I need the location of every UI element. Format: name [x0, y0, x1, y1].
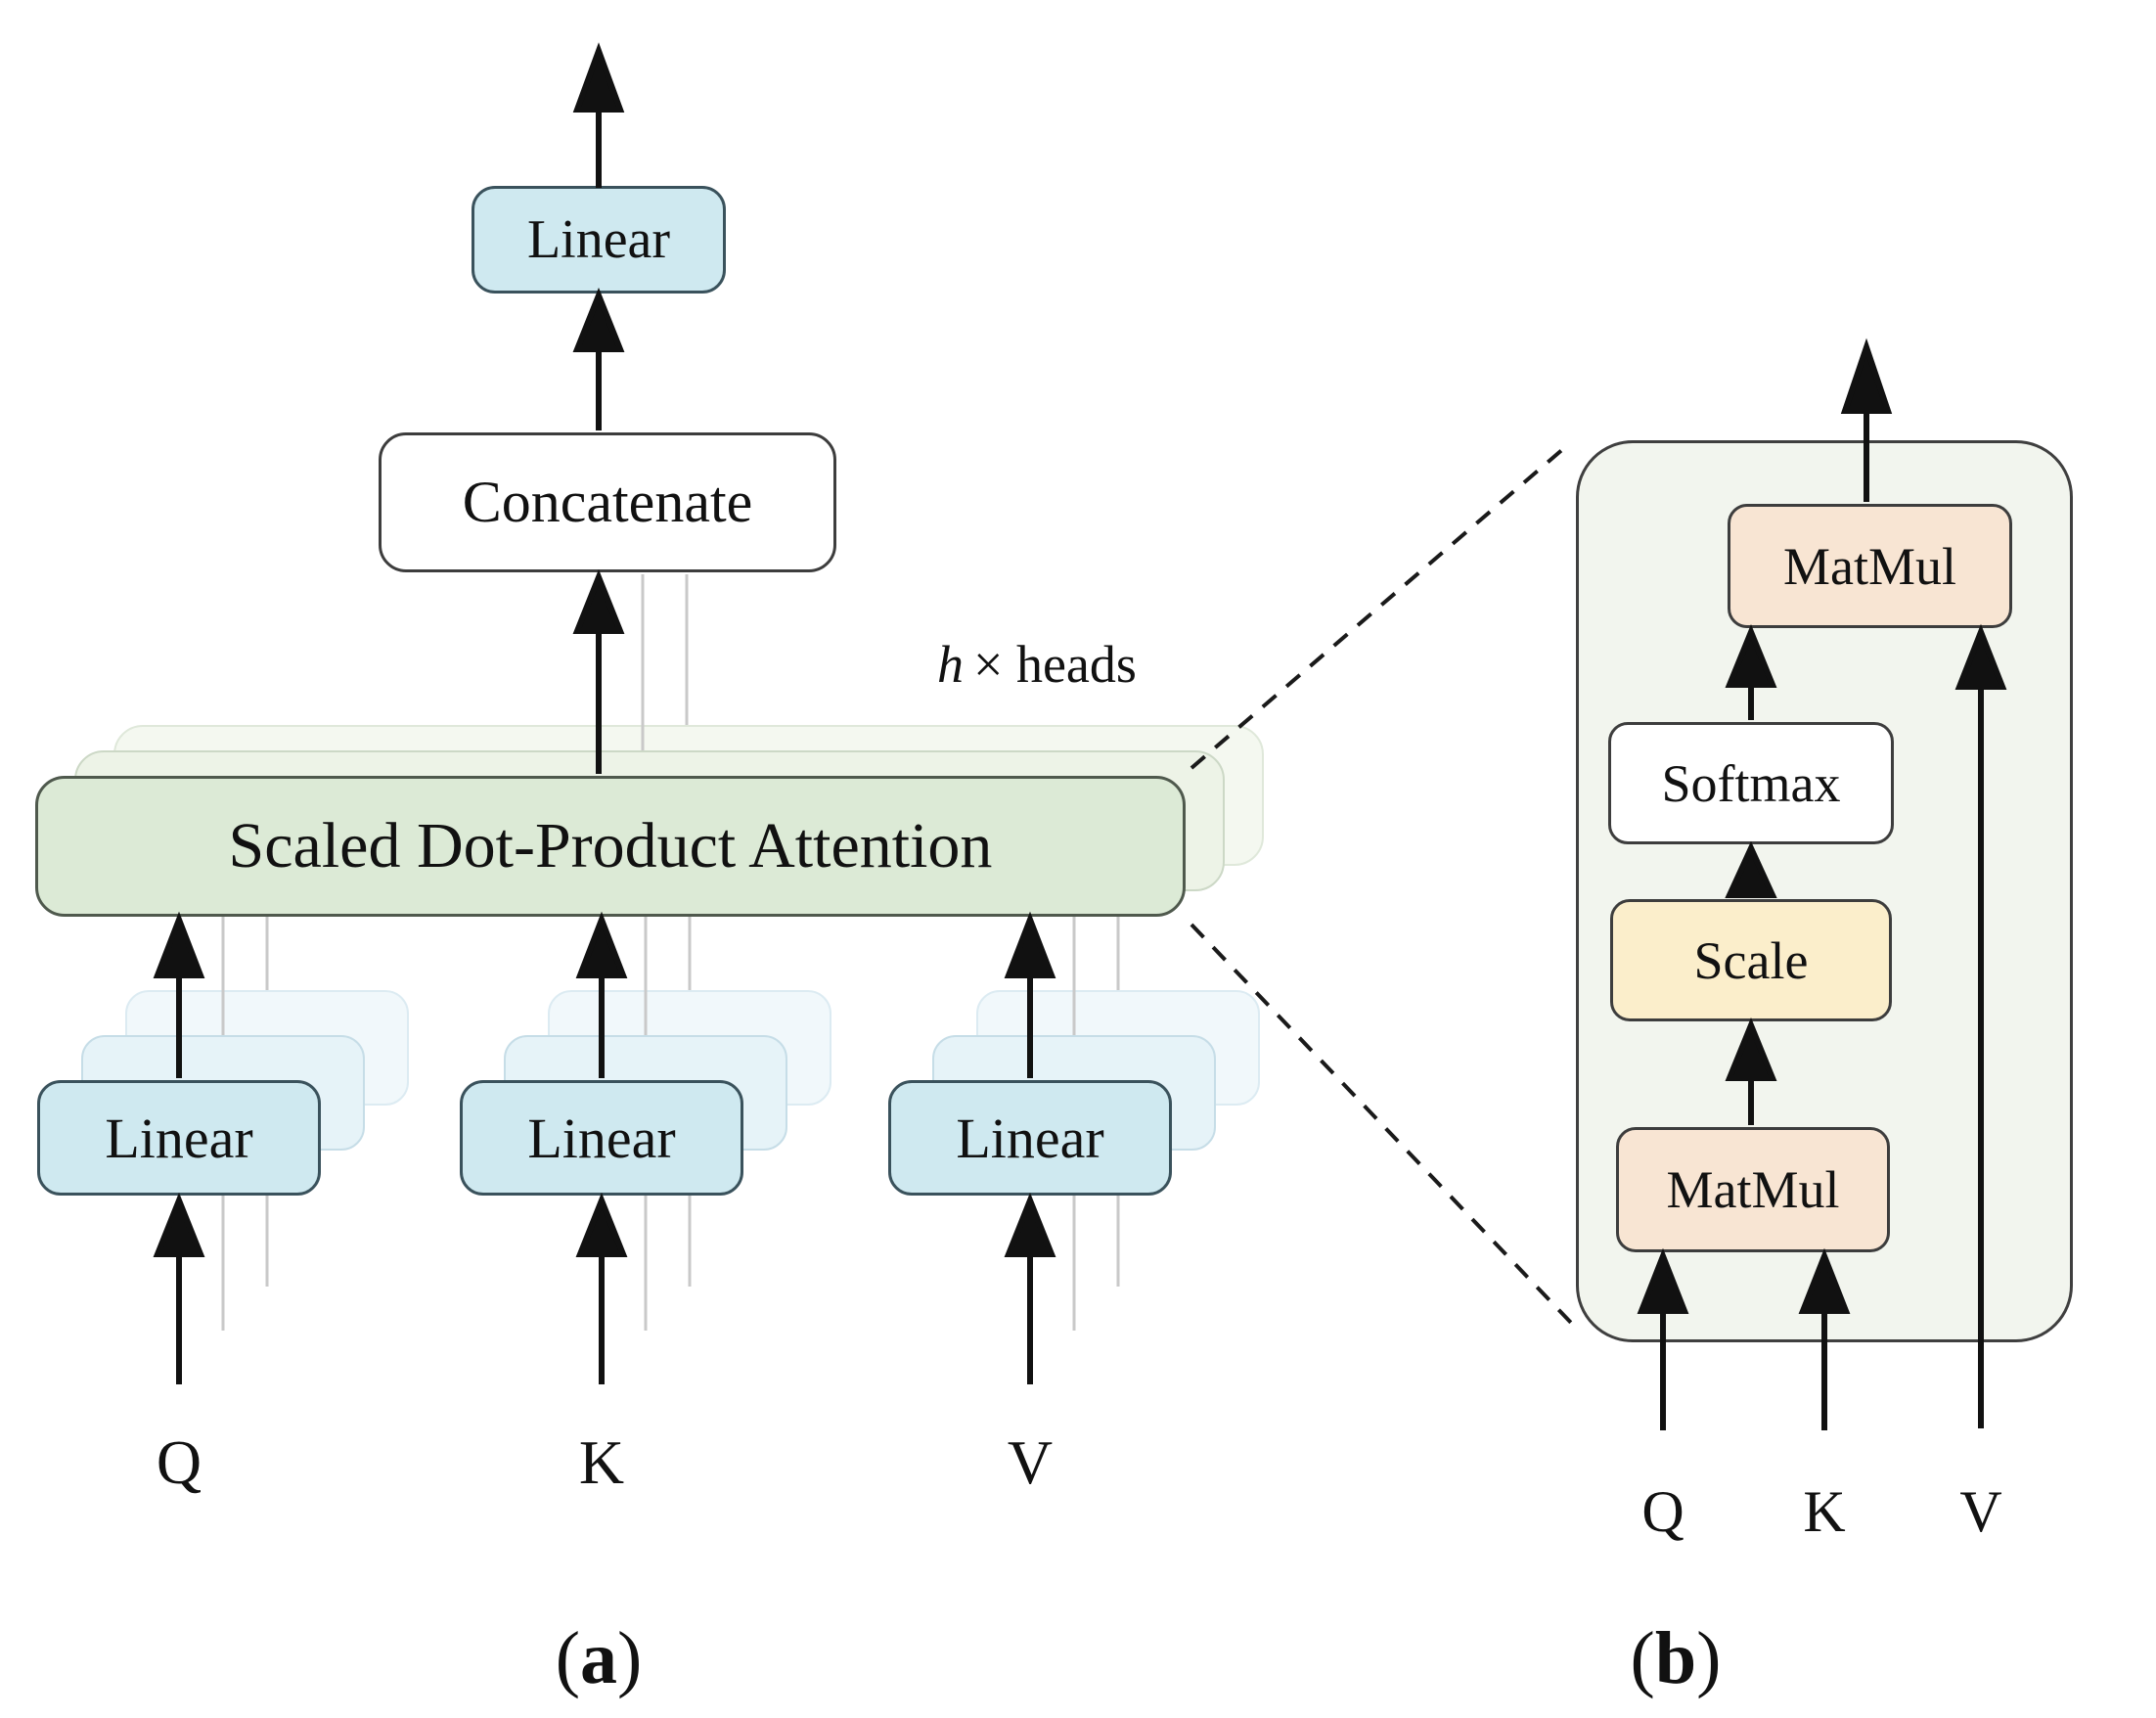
concatenate-label: Concatenate: [462, 470, 753, 534]
softmax-block: Softmax: [1608, 722, 1894, 844]
linear-v-label: Linear: [956, 1106, 1104, 1170]
scaled-dot-product-attention-block: Scaled Dot-Product Attention: [35, 776, 1186, 917]
heads-suffix: × heads: [973, 635, 1137, 694]
matmul-top-label: MatMul: [1782, 536, 1956, 596]
zoom-dashed-line-top: [1190, 440, 1573, 770]
output-linear-label: Linear: [526, 209, 671, 270]
q-input-arrow-head: [153, 1192, 205, 1257]
concat-to-linear-arrow-head: [572, 287, 625, 352]
zoom-dashed-line-bottom: [1190, 923, 1573, 1325]
panel-b-input-k-label: K: [1803, 1479, 1846, 1544]
output-linear-block: Linear: [472, 186, 726, 294]
input-q-label: Q: [156, 1427, 202, 1497]
linear-k-block: Linear: [460, 1080, 743, 1196]
linear-q-to-attention-arrow-head: [153, 911, 205, 978]
scale-block: Scale: [1610, 899, 1892, 1021]
matmul-bottom-label: MatMul: [1666, 1160, 1840, 1219]
linear-v-to-attention-arrow-head: [1004, 911, 1056, 978]
linear-q-label: Linear: [105, 1106, 253, 1170]
v-input-arrow-head: [1004, 1192, 1056, 1257]
panel-a-caption-letter: a: [580, 1617, 617, 1699]
concatenate-block: Concatenate: [379, 432, 836, 572]
attention-to-concat-arrow-head: [572, 568, 625, 634]
panel-b-input-q-label: Q: [1641, 1479, 1684, 1544]
linear-v-block: Linear: [888, 1080, 1172, 1196]
attention-label: Scaled Dot-Product Attention: [228, 810, 993, 882]
panel-a-caption-open: (: [555, 1617, 580, 1699]
panel-b-caption-letter: b: [1654, 1617, 1697, 1699]
panel-b-input-v-label: V: [1959, 1479, 2002, 1544]
linear-k-label: Linear: [527, 1106, 676, 1170]
linear-k-to-attention-arrow-head: [575, 911, 628, 978]
input-k-label: K: [578, 1427, 625, 1497]
panel-b-output-arrow-head: [1840, 338, 1893, 414]
linear-q-block: Linear: [37, 1080, 321, 1196]
matmul-bottom-block: MatMul: [1616, 1127, 1890, 1252]
input-v-label: V: [1007, 1427, 1054, 1497]
matmul-top-block: MatMul: [1728, 504, 2012, 628]
softmax-label: Softmax: [1661, 753, 1841, 813]
heads-variable: h: [937, 635, 964, 694]
panel-b-caption-open: (: [1630, 1617, 1655, 1699]
panel-b-caption: (b): [1529, 1605, 1822, 1712]
scale-label: Scale: [1693, 930, 1809, 990]
panel-b-caption-close: ): [1696, 1617, 1722, 1699]
k-input-arrow-head: [575, 1192, 628, 1257]
panel-a-caption-close: ): [617, 1617, 643, 1699]
panel-a-caption: (a): [452, 1605, 745, 1712]
heads-annotation: h× heads: [937, 634, 1137, 695]
output-arrow-head: [572, 42, 625, 113]
